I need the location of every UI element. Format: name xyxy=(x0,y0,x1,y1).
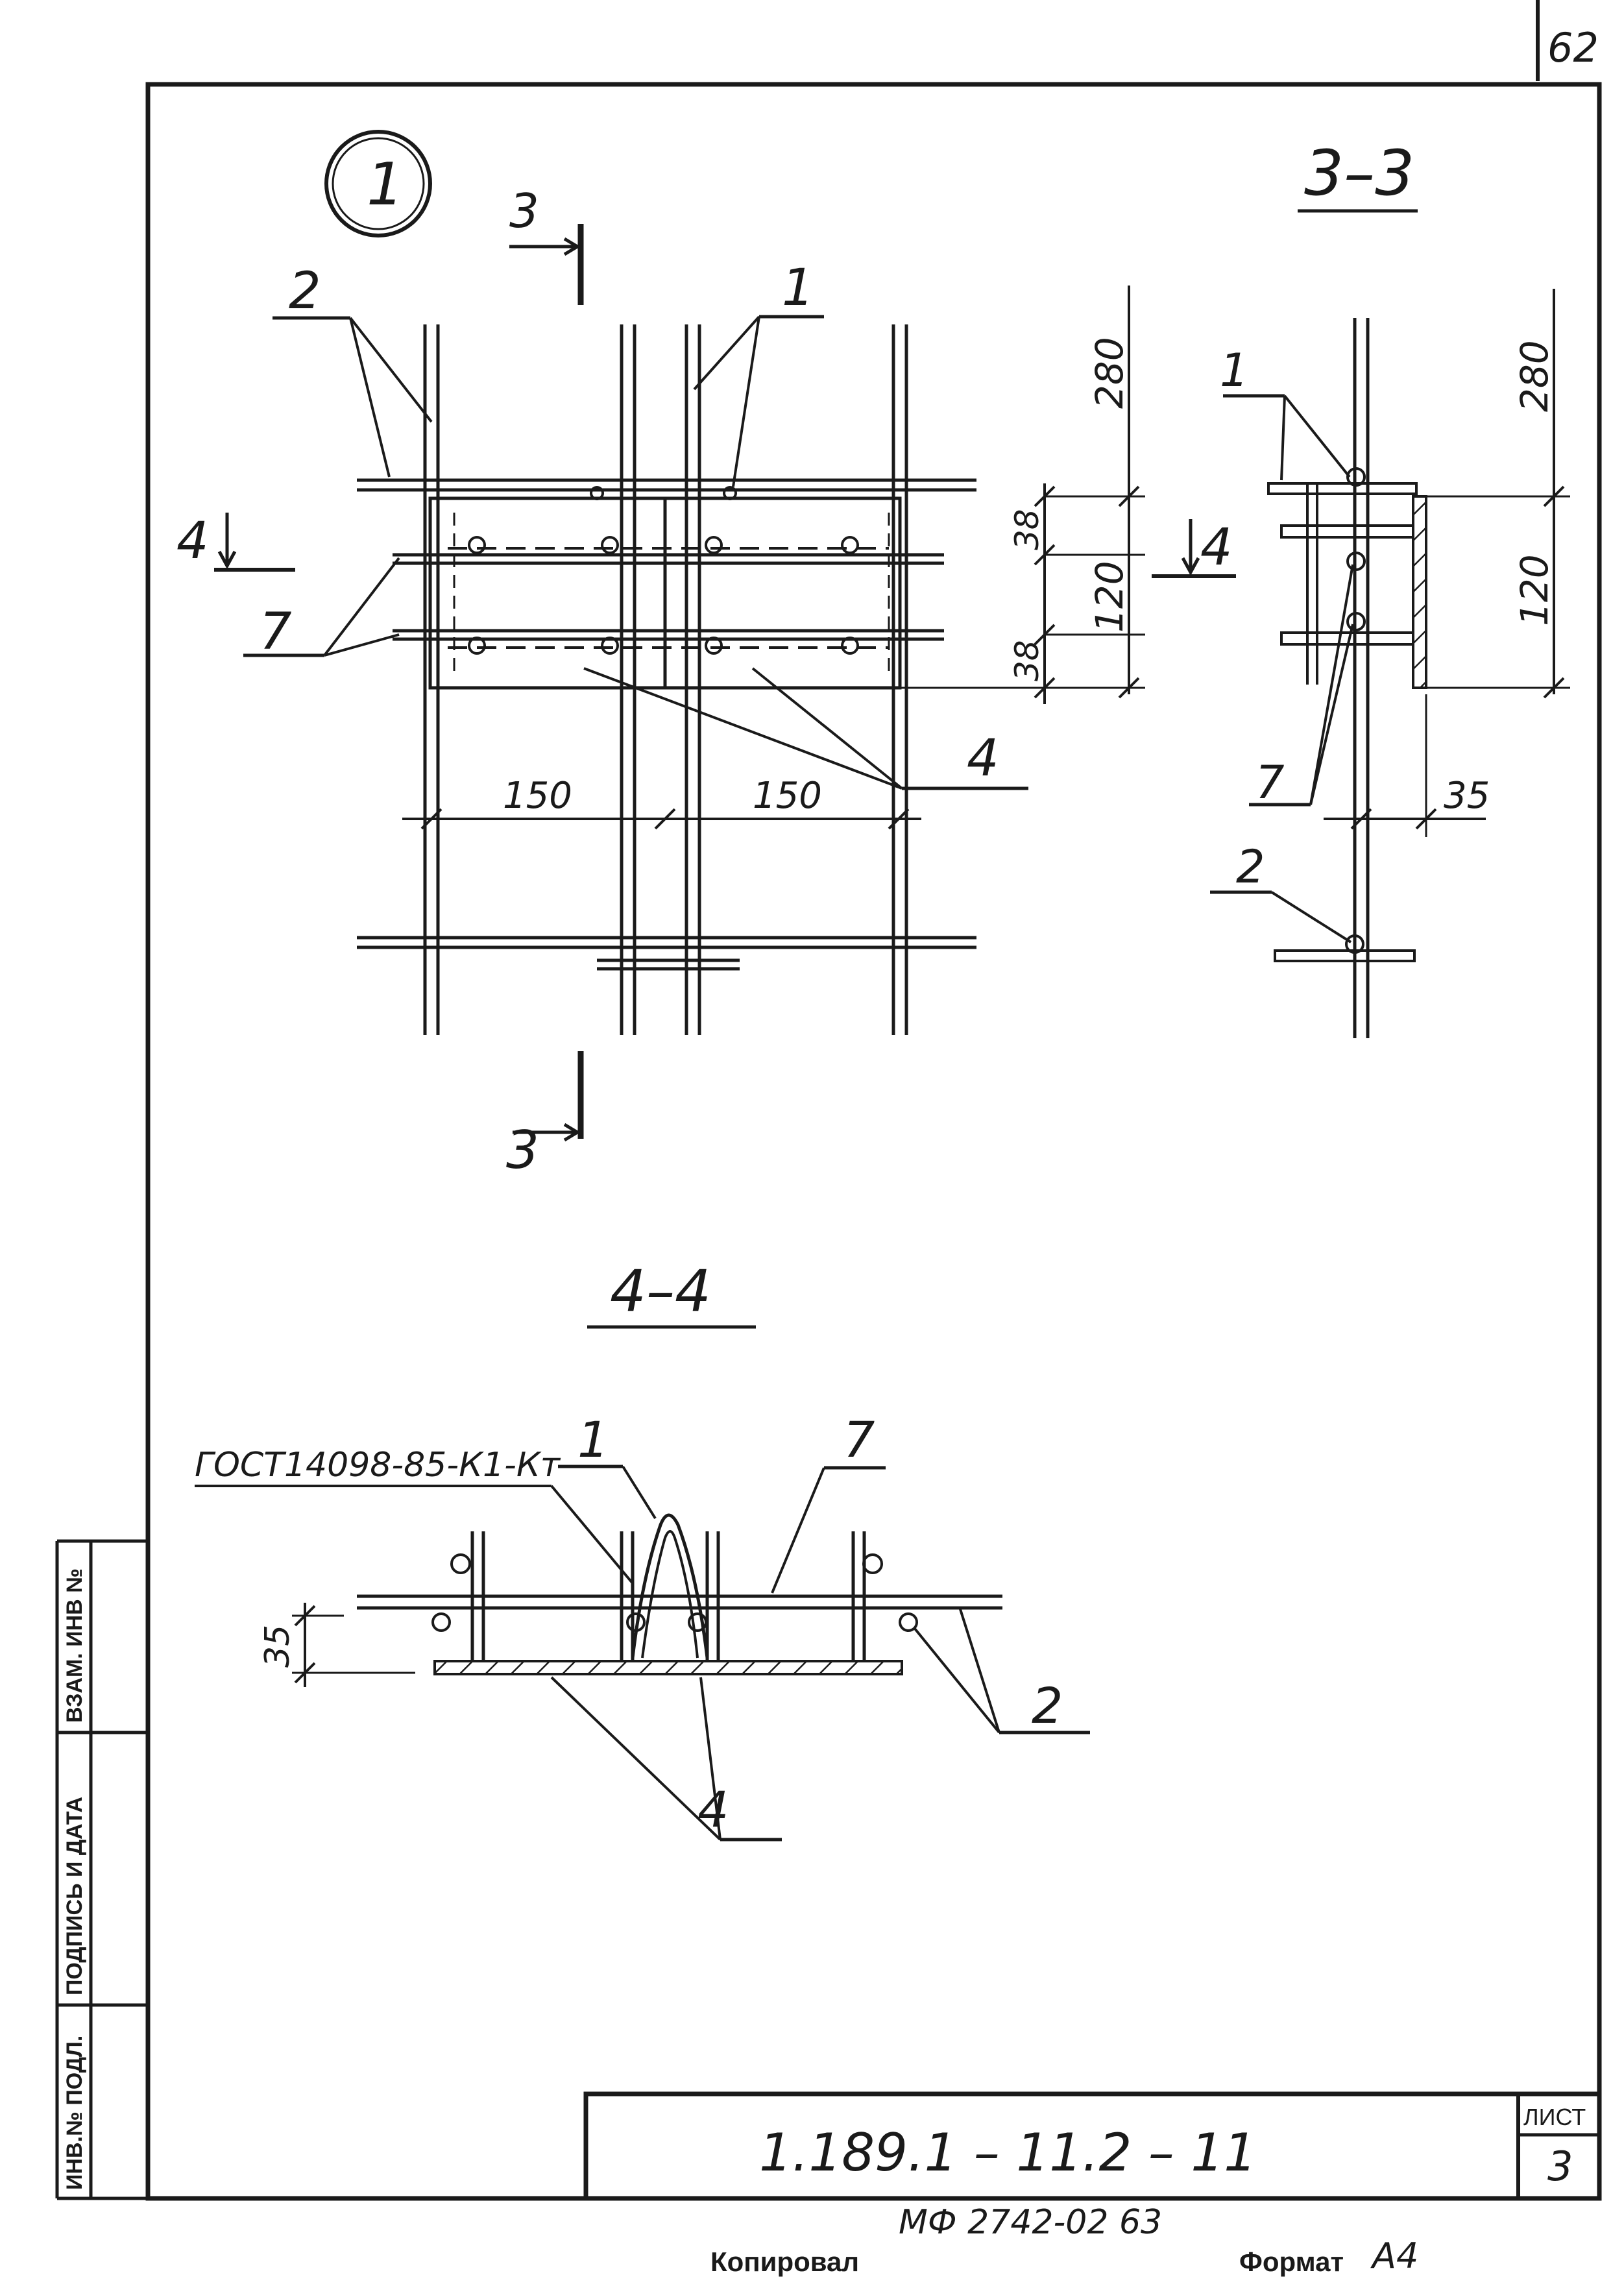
dim-38-bottom: 38 xyxy=(1008,640,1046,681)
cut-mark-3-top: 3 xyxy=(509,184,584,305)
s33-dim-120: 120 xyxy=(1512,554,1557,626)
plan-view: 3 3 4 xyxy=(176,184,1145,1180)
s44-dim-35: 35 xyxy=(258,1625,297,1668)
side-stamp: ИНВ.№ ПОДЛ. ПОДПИСЬ И ДАТА ВЗАМ. ИНВ № xyxy=(55,1539,150,2200)
stamp-vzam-inv: ВЗАМ. ИНВ № xyxy=(62,1568,87,1723)
section-3-3-title: 3–3 xyxy=(1304,137,1414,210)
section-3-3-plate xyxy=(1412,495,1427,689)
cut-mark-4-left: 4 xyxy=(176,512,295,572)
s33-dim-35: 35 xyxy=(1444,775,1490,817)
s44-callout-2: 2 xyxy=(1032,1677,1063,1734)
gost-note: ГОСТ14098-85-К1-Кт xyxy=(195,1446,561,1485)
horizontal-bars xyxy=(357,478,976,971)
section-4-4: 4–4 ГОСТ14098-85-К1-Кт 35 1 7 xyxy=(195,1258,1090,1842)
stamp-podpis-data: ПОДПИСЬ И ДАТА xyxy=(62,1797,87,1995)
footer-format-value: А4 xyxy=(1370,2235,1418,2276)
dim-280: 280 xyxy=(1087,337,1132,409)
title-list-number: 3 xyxy=(1547,2143,1573,2190)
plan-dimensions: 280 120 38 38 150 150 xyxy=(402,286,1145,830)
title-list-label: ЛИСТ xyxy=(1523,2104,1586,2130)
s44-callout-1: 1 xyxy=(577,1411,609,1468)
stamp-inv-podl: ИНВ.№ ПОДЛ. xyxy=(62,2036,87,2190)
s33-callout-1: 1 xyxy=(1220,344,1249,397)
plate-pair xyxy=(428,486,902,690)
cut-label-4-right: 4 xyxy=(1200,518,1233,577)
plan-callout-1: 1 xyxy=(782,259,814,317)
section-4-4-plate xyxy=(433,1660,903,1675)
s33-dim-280: 280 xyxy=(1512,340,1557,412)
section-4-4-title: 4–4 xyxy=(610,1258,711,1324)
plan-callout-7: 7 xyxy=(260,603,292,661)
s33-callout-2: 2 xyxy=(1236,840,1265,894)
dim-38-top: 38 xyxy=(1008,509,1046,550)
dim-150-right: 150 xyxy=(753,775,822,817)
sheet-frame xyxy=(145,82,1602,2201)
title-designation: 1.189.1 – 11.2 – 11 xyxy=(759,2122,1257,2183)
cut-label-3-bottom: 3 xyxy=(506,1120,539,1180)
detail-marker-number: 1 xyxy=(367,151,404,219)
cut-mark-3-bottom: 3 xyxy=(506,1051,584,1180)
plan-callout-2: 2 xyxy=(289,262,321,321)
plan-callouts: 2 1 7 4 xyxy=(243,259,1028,790)
page-number-box: 62 xyxy=(1536,0,1599,81)
footer-format-label: Формат xyxy=(1239,2246,1344,2277)
s44-callout-7: 7 xyxy=(843,1411,875,1468)
footer: МФ 2742-02 63 Копировал Формат А4 xyxy=(710,2203,1418,2277)
dim-150-left: 150 xyxy=(503,775,572,817)
cut-label-3-top: 3 xyxy=(509,184,539,238)
footer-archive-no: МФ 2742-02 63 xyxy=(899,2203,1162,2242)
cut-label-4-left: 4 xyxy=(176,512,209,570)
plan-callout-4: 4 xyxy=(967,729,999,788)
s33-callout-7: 7 xyxy=(1255,756,1285,809)
detail-marker: 1 xyxy=(324,130,432,237)
title-block: 1.189.1 – 11.2 – 11 ЛИСТ 3 xyxy=(583,2091,1602,2201)
vertical-bars xyxy=(423,324,908,1035)
section-3-3: 3–3 1 7 2 280 120 xyxy=(1152,137,1570,1038)
footer-kopiroval: Копировал xyxy=(710,2246,859,2277)
page-number: 62 xyxy=(1547,24,1599,71)
dim-120: 120 xyxy=(1087,561,1132,633)
